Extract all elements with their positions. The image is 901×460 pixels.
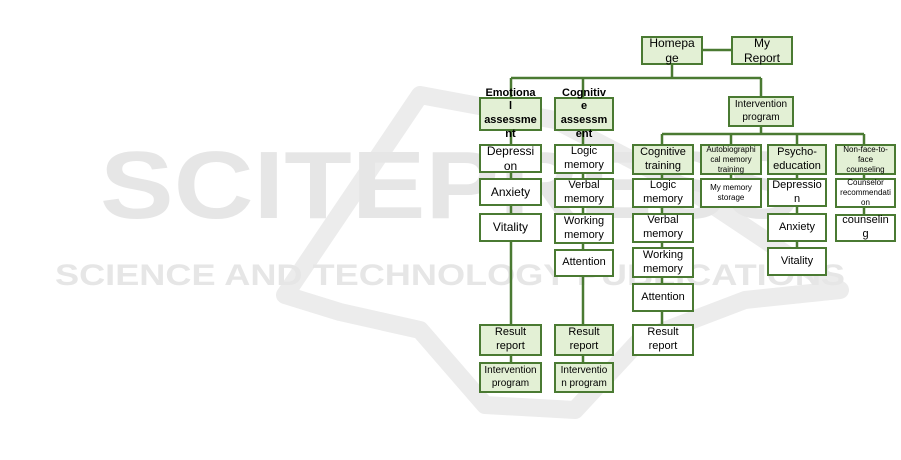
- my-report-node[interactable]: My Report: [731, 36, 793, 65]
- cognitive-training-node[interactable]: Cognitive training: [632, 144, 694, 175]
- ea-result-report-node[interactable]: Result report: [479, 324, 542, 356]
- intervention-program-node[interactable]: Intervention program: [728, 96, 794, 127]
- my-memory-storage-node[interactable]: My memory storage: [700, 178, 762, 208]
- ca-result-report-node[interactable]: Result report: [554, 324, 614, 356]
- ca-logic-memory-node[interactable]: Logic memory: [554, 144, 614, 174]
- ca-attention-node[interactable]: Attention: [554, 249, 614, 277]
- counselor-recommendation-node[interactable]: Counselor recommendation: [835, 178, 896, 208]
- ea-intervention-program-node[interactable]: Intervention program: [479, 362, 542, 393]
- pe-vitality-node[interactable]: Vitality: [767, 247, 827, 276]
- counseling-node[interactable]: counseling: [835, 214, 896, 242]
- pe-anxiety-node[interactable]: Anxiety: [767, 213, 827, 242]
- autobiographical-memory-training-node[interactable]: Autobiographical memory training: [700, 144, 762, 175]
- emotional-assessment-node[interactable]: Emotional assessment: [479, 87, 542, 140]
- ca-intervention-program-node[interactable]: Intervention program: [554, 362, 614, 393]
- ca-working-memory-node[interactable]: Working memory: [554, 213, 614, 244]
- pe-depression-node[interactable]: Depression: [767, 178, 827, 207]
- cognitive-assessment-node[interactable]: Cognitive assessment: [554, 87, 614, 140]
- homepage-node[interactable]: Homepage: [641, 36, 703, 65]
- non-face-to-face-counseling-node[interactable]: Non-face-to-face counseling: [835, 144, 896, 175]
- ct-result-report-node[interactable]: Result report: [632, 324, 694, 356]
- ea-depression-node[interactable]: Depression: [479, 144, 542, 173]
- ct-logic-memory-node[interactable]: Logic memory: [632, 178, 694, 208]
- ct-working-memory-node[interactable]: Working memory: [632, 247, 694, 278]
- ct-verbal-memory-node[interactable]: Verbal memory: [632, 213, 694, 243]
- ca-verbal-memory-node[interactable]: Verbal memory: [554, 178, 614, 208]
- ea-anxiety-node[interactable]: Anxiety: [479, 178, 542, 206]
- ea-vitality-node[interactable]: Vitality: [479, 213, 542, 242]
- psycho-education-node[interactable]: Psycho-education: [767, 144, 827, 175]
- ct-attention-node[interactable]: Attention: [632, 283, 694, 312]
